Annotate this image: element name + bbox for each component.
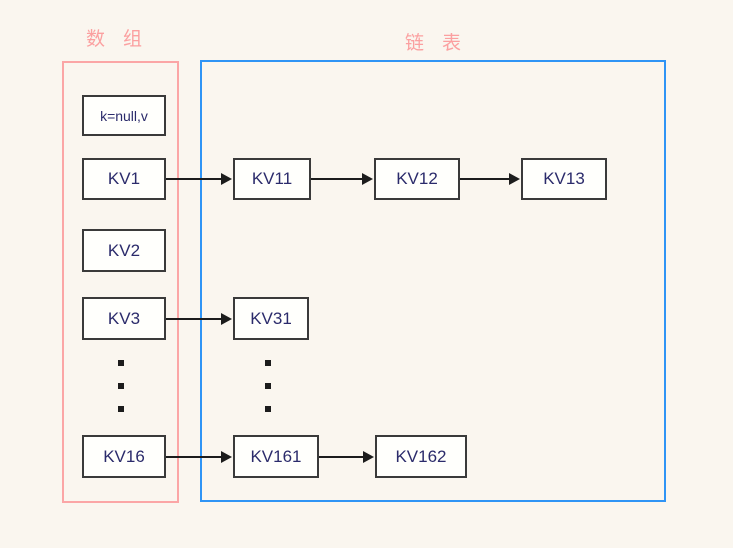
array-node-kv2[interactable]: KV2 <box>82 229 166 272</box>
array-node-kv16[interactable]: KV16 <box>82 435 166 478</box>
linked-list-region-frame <box>200 60 666 502</box>
arrowhead-icon <box>221 313 232 325</box>
array-node-kv1[interactable]: KV1 <box>82 158 166 200</box>
array-region-label: 数 组 <box>86 28 149 50</box>
arrowhead-icon <box>221 173 232 185</box>
arrowhead-icon <box>509 173 520 185</box>
ellipsis-dot <box>118 383 124 389</box>
connector-kv12-to-kv13 <box>460 178 510 180</box>
connector-kv3-to-kv31 <box>166 318 222 320</box>
connector-kv1-to-kv11 <box>166 178 222 180</box>
connector-kv16-to-kv161 <box>166 456 222 458</box>
ellipsis-dot <box>118 360 124 366</box>
chain-node-kv11[interactable]: KV11 <box>233 158 311 200</box>
chain-ellipsis <box>265 360 271 412</box>
chain-node-kv13[interactable]: KV13 <box>521 158 607 200</box>
connector-kv161-to-kv162 <box>319 456 364 458</box>
arrowhead-icon <box>363 451 374 463</box>
connector-kv11-to-kv12 <box>311 178 363 180</box>
arrowhead-icon <box>362 173 373 185</box>
array-region-frame <box>62 61 179 503</box>
array-node-kv3[interactable]: KV3 <box>82 297 166 340</box>
arrowhead-icon <box>221 451 232 463</box>
chain-node-kv31[interactable]: KV31 <box>233 297 309 340</box>
chain-node-kv162[interactable]: KV162 <box>375 435 467 478</box>
ellipsis-dot <box>118 406 124 412</box>
array-node-knullv[interactable]: k=null,v <box>82 95 166 136</box>
array-ellipsis <box>118 360 124 412</box>
linked-list-region-label: 链 表 <box>405 32 468 54</box>
ellipsis-dot <box>265 406 271 412</box>
ellipsis-dot <box>265 360 271 366</box>
chain-node-kv161[interactable]: KV161 <box>233 435 319 478</box>
ellipsis-dot <box>265 383 271 389</box>
chain-node-kv12[interactable]: KV12 <box>374 158 460 200</box>
